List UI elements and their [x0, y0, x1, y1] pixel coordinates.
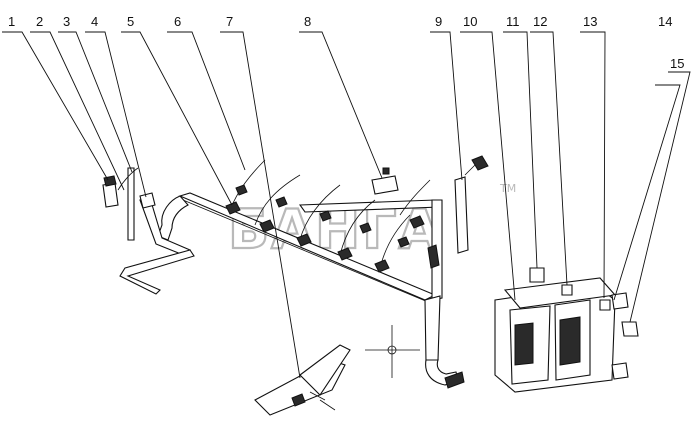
callout-11: 11 [506, 14, 520, 29]
callout-13: 13 [583, 14, 597, 29]
callout-8: 8 [304, 14, 311, 29]
callout-1: 1 [8, 14, 15, 29]
callout-4: 4 [91, 14, 98, 29]
callout-5: 5 [127, 14, 134, 29]
harness-branches [225, 155, 489, 273]
accelerator-pedal [254, 344, 351, 416]
callout-14: 14 [658, 14, 672, 29]
callout-7: 7 [226, 14, 233, 29]
callout-12: 12 [533, 14, 547, 29]
left-sensors [102, 167, 156, 241]
callout-6: 6 [174, 14, 181, 29]
leader-lines [2, 31, 691, 379]
callout-3: 3 [63, 14, 70, 29]
callout-numbers: 1 2 3 4 5 6 7 8 9 10 11 12 13 14 15 [8, 14, 684, 71]
bracket [371, 167, 399, 195]
callout-2: 2 [36, 14, 43, 29]
main-harness-trunk [119, 159, 481, 389]
callout-9: 9 [435, 14, 442, 29]
watermark-tm: TM [499, 182, 516, 195]
callout-10: 10 [463, 14, 477, 29]
centre-mark [365, 325, 420, 378]
ecu-unit [494, 267, 639, 393]
callout-15: 15 [670, 56, 684, 71]
